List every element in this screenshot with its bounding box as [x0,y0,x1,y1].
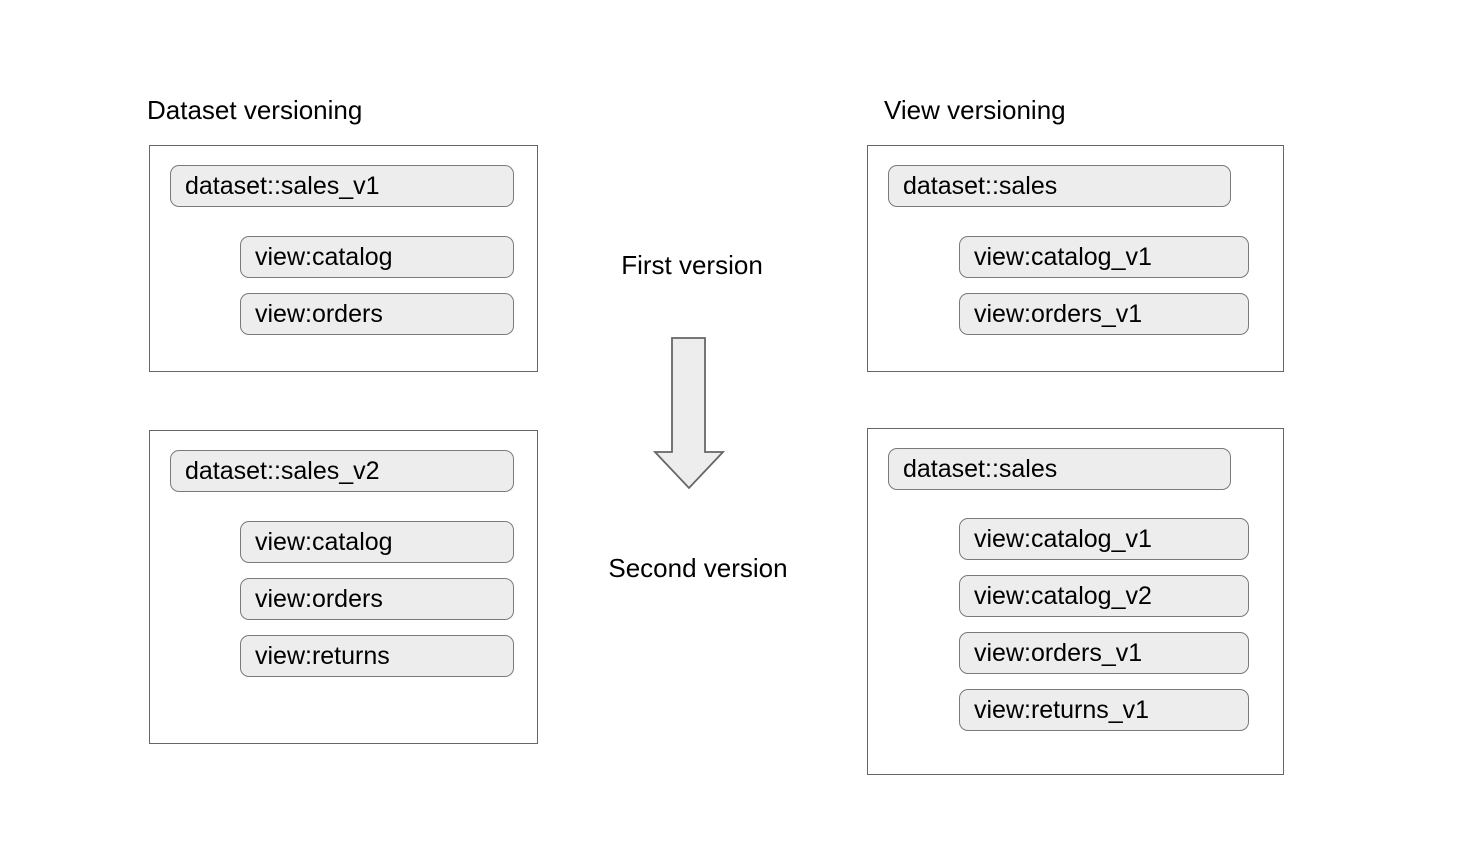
section-title-dataset-versioning: Dataset versioning [147,95,363,125]
view-pill[interactable]: view:catalog_v1 [959,518,1249,560]
view-pill[interactable]: view:orders_v1 [959,632,1249,674]
view-pill[interactable]: view:orders_v1 [959,293,1249,335]
view-pill[interactable]: view:catalog_v1 [959,236,1249,278]
dataset-pill[interactable]: dataset::sales_v1 [170,165,514,207]
flow-label-second-version: Second version [608,553,788,583]
dataset-pill[interactable]: dataset::sales [888,165,1231,207]
dataset-pill[interactable]: dataset::sales [888,448,1231,490]
section-title-view-versioning: View versioning [884,95,1066,125]
view-pill[interactable]: view:orders [240,293,514,335]
view-pill[interactable]: view:orders [240,578,514,620]
dataset-pill[interactable]: dataset::sales_v2 [170,450,514,492]
view-pill[interactable]: view:returns [240,635,514,677]
flow-label-first-version: First version [621,250,763,280]
view-pill[interactable]: view:catalog [240,521,514,563]
view-pill[interactable]: view:catalog_v2 [959,575,1249,617]
view-pill[interactable]: view:catalog [240,236,514,278]
down-arrow-icon [650,330,740,500]
view-pill[interactable]: view:returns_v1 [959,689,1249,731]
